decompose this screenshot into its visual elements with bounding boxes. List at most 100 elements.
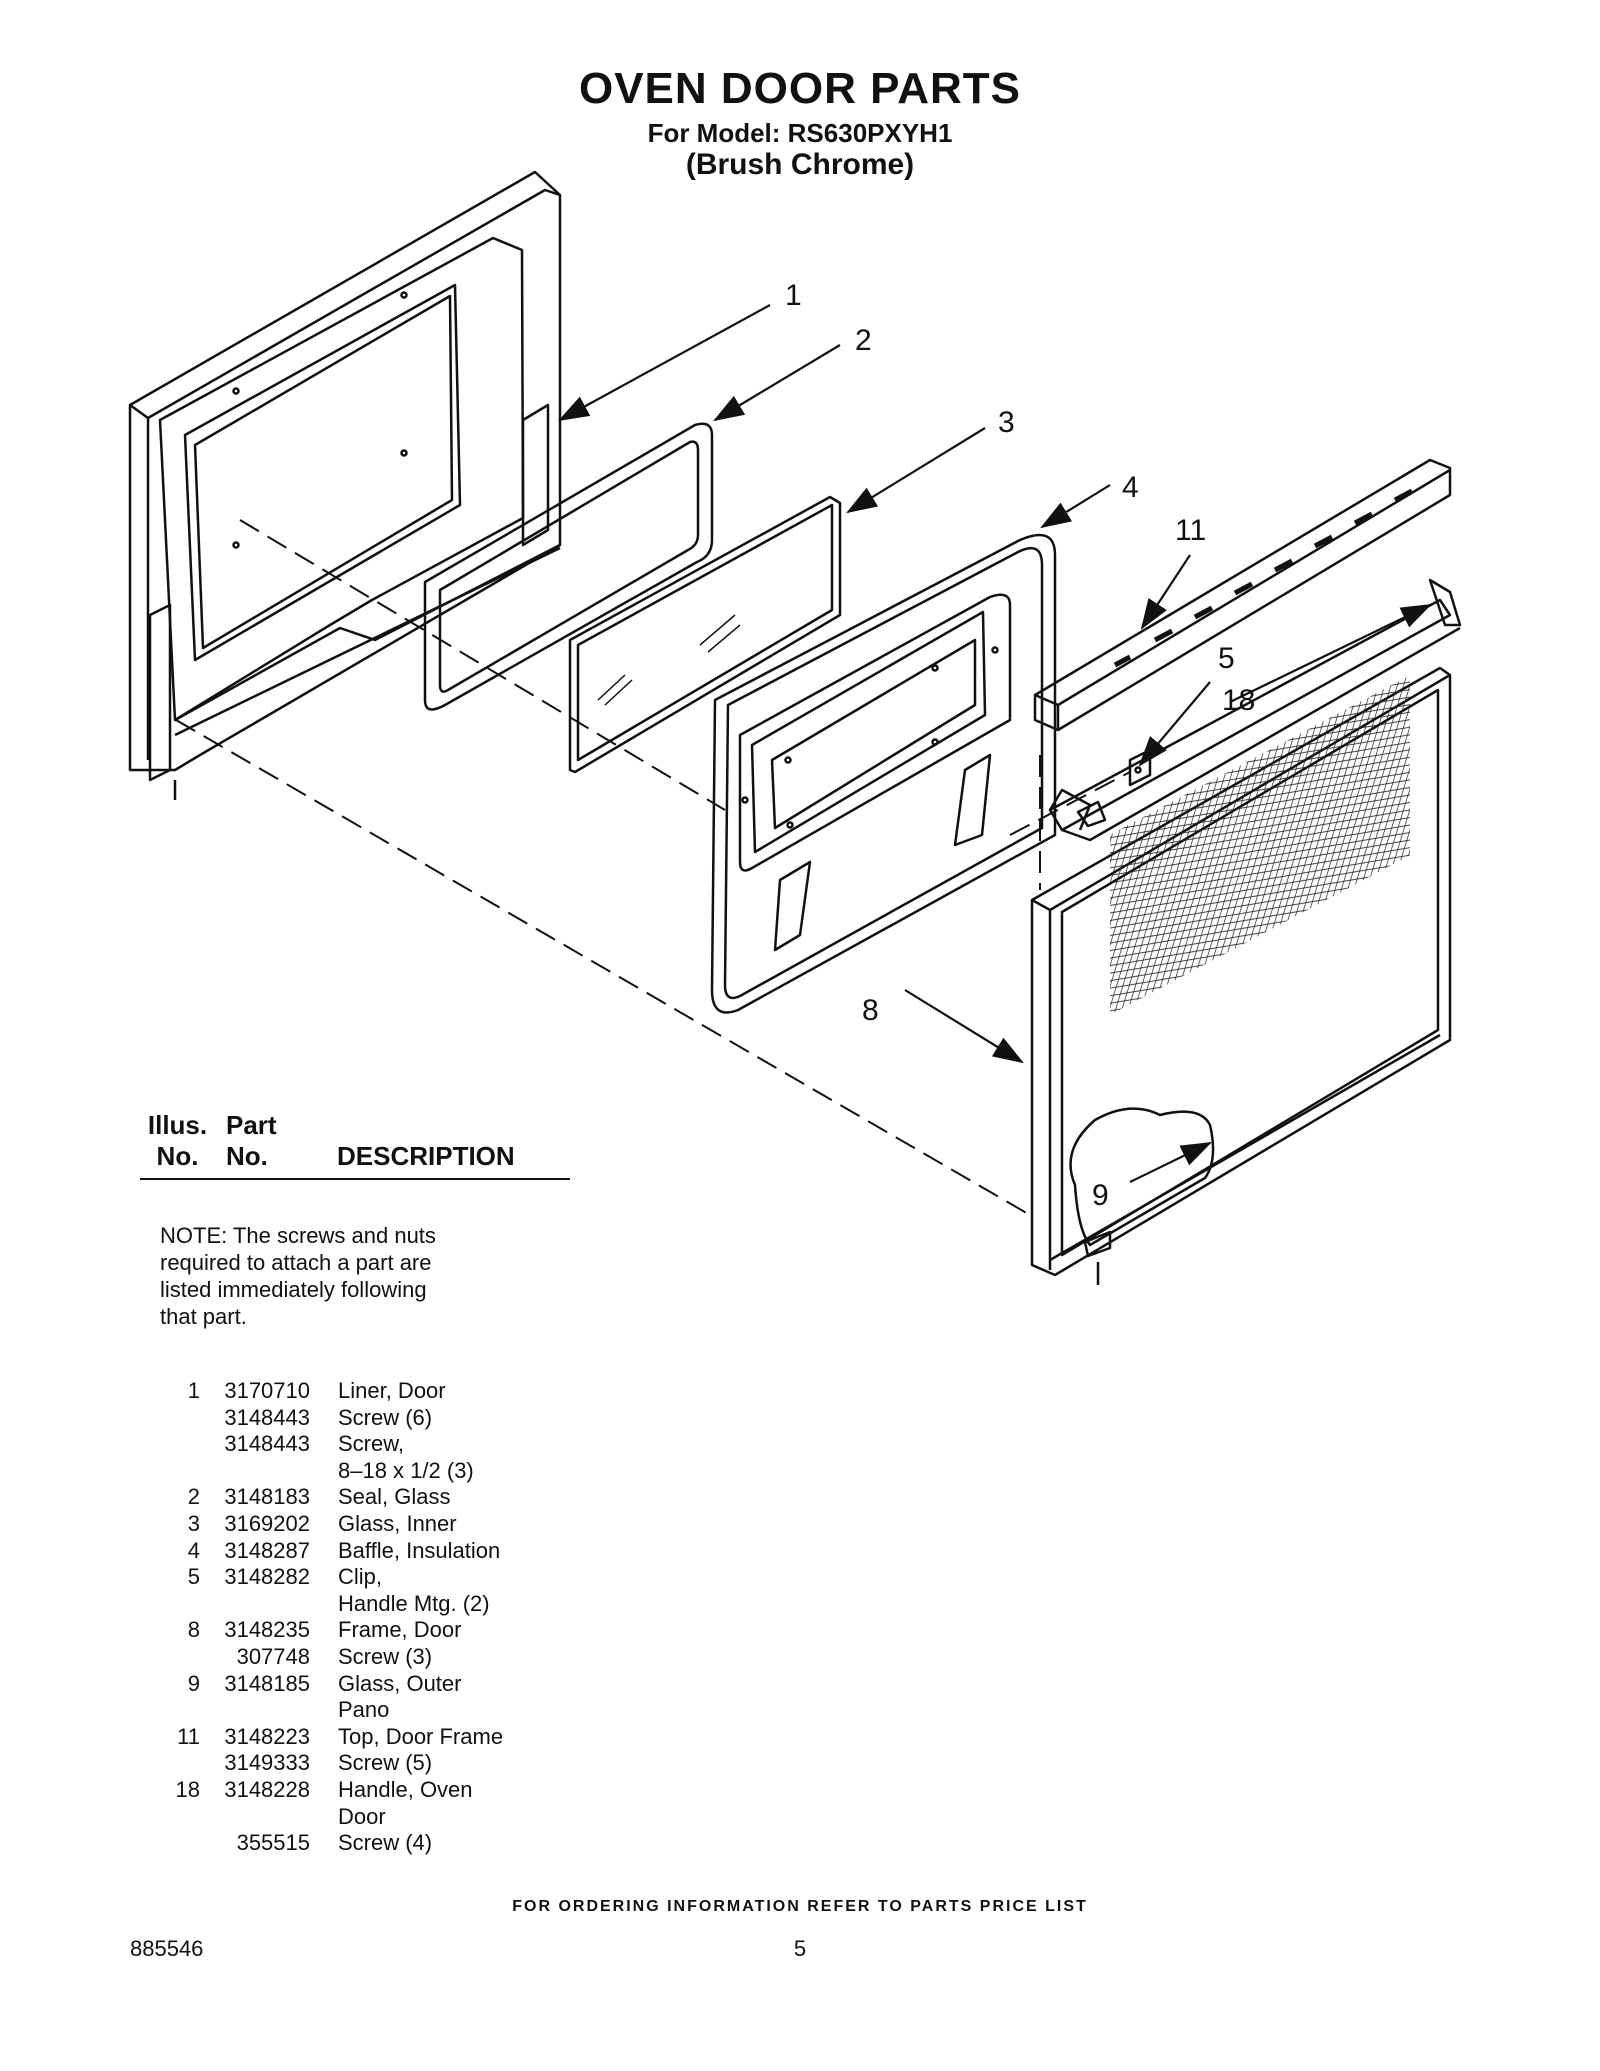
insulation-baffle-part-4 [710,533,1057,1014]
parts-row: 2 3148183 Seal, Glass [140,1484,560,1511]
illus-number [140,1458,200,1485]
part-number: 3170710 [224,1378,310,1403]
parts-row: Door [140,1804,560,1831]
part-description: Screw (6) [338,1404,433,1430]
illus-number: 1 [187,1378,200,1403]
door-liner-part-1 [128,170,562,800]
part-description: Top, Door Frame [338,1723,504,1749]
part-description: Glass, Outer [338,1670,462,1696]
part-description: Seal, Glass [338,1484,451,1510]
part-description: Screw, [338,1431,405,1457]
part-number: 3148183 [224,1484,310,1510]
callout-5: 5 [1218,642,1235,675]
part-number [200,1458,310,1485]
illus-number [140,1830,200,1857]
callout-3: 3 [998,406,1015,439]
part-number: 3148282 [224,1564,310,1590]
ordering-info: FOR ORDERING INFORMATION REFER TO PARTS … [512,1898,1088,1915]
door-frame-top-part-11 [1033,458,1452,732]
glass-seal-part-2 [423,422,714,711]
part-description: Handle, Oven [338,1776,473,1802]
callout-9: 9 [1092,1179,1109,1212]
page-title: OVEN DOOR PARTS [578,64,1021,113]
parts-row: 355515 Screw (4) [140,1830,560,1857]
part-number: 307748 [236,1643,310,1669]
illus-number: 9 [187,1670,200,1696]
illus-number [140,1804,200,1831]
callout-2: 2 [855,324,872,357]
illus-number: 4 [187,1537,200,1563]
illus-number [140,1405,200,1432]
illus-number [140,1750,200,1777]
page-number: 5 [793,1936,807,1961]
callout-labels: 1 2 3 4 11 5 18 8 9 [785,279,1255,1212]
part-description: Baffle, Insulation [338,1537,501,1563]
finish-subtitle: (Brush Chrome) [685,148,915,181]
part-number: 3148228 [224,1776,310,1802]
illus-number: 18 [175,1776,200,1802]
parts-row: 11 3148223 Top, Door Frame [140,1724,560,1751]
parts-row: Handle Mtg. (2) [140,1591,560,1618]
part-description: Frame, Door [338,1617,462,1643]
parts-row: 307748 Screw (3) [140,1644,560,1671]
exploded-door-diagram: 1 2 3 4 11 5 18 8 9 [128,170,1462,1285]
part-number [200,1591,310,1618]
parts-row: 3148443 Screw (6) [140,1405,560,1432]
inner-glass-part-3 [568,495,842,774]
part-number [200,1804,310,1831]
parts-row: 3148443 Screw, [140,1431,560,1458]
illus-number [140,1431,200,1458]
part-description: Handle Mtg. (2) [338,1590,490,1616]
part-number: 3148235 [224,1617,310,1643]
header-rule [140,1178,570,1180]
part-description: Screw (4) [338,1830,433,1856]
parts-row: 8–18 x 1/2 (3) [140,1458,560,1485]
part-description: Glass, Inner [338,1510,457,1536]
part-number: 3169202 [224,1510,310,1536]
callout-1: 1 [785,279,802,312]
parts-row: 1 3170710 Liner, Door [140,1378,560,1405]
parts-row: 3 3169202 Glass, Inner [140,1511,560,1538]
part-number: 3148223 [224,1723,310,1749]
illus-number [140,1591,200,1618]
part-number: 3148185 [224,1670,310,1696]
part-number: 3148443 [224,1404,310,1430]
part-number [200,1697,310,1724]
parts-row: 5 3148282 Clip, [140,1564,560,1591]
illus-no-header: Illus. No. [147,1110,208,1171]
callout-18: 18 [1222,684,1255,717]
illus-number: 5 [187,1564,200,1590]
part-number: 3148443 [224,1431,310,1457]
part-description: Screw (3) [338,1643,433,1669]
illus-number [140,1697,200,1724]
illus-number: 11 [177,1723,200,1749]
callout-11: 11 [1175,514,1206,547]
illus-number: 8 [187,1617,200,1643]
part-number: 355515 [236,1830,310,1856]
part-description: Clip, [338,1564,383,1590]
illus-number [140,1644,200,1671]
part-description: Liner, Door [338,1378,446,1403]
part-number: 3149333 [224,1750,310,1776]
parts-row: 9 3148185 Glass, Outer [140,1671,560,1698]
part-description: 8–18 x 1/2 (3) [338,1457,474,1483]
outer-glass-part-9 [1069,1107,1215,1258]
document-number: 885546 [130,1936,204,1961]
parts-row: Pano [140,1697,560,1724]
parts-row: 18 3148228 Handle, Oven [140,1777,560,1804]
model-subtitle: For Model: RS630PXYH1 [647,118,953,148]
parts-row: 8 3148235 Frame, Door [140,1617,560,1644]
callout-4: 4 [1122,471,1139,504]
illus-number: 3 [187,1510,200,1536]
callout-8: 8 [862,994,879,1027]
part-description: Pano [338,1697,390,1723]
part-description: Door [338,1803,386,1829]
description-header: DESCRIPTION [337,1141,515,1171]
mesh-screen [1110,675,1410,1015]
oven-door-handle-part-18 [1048,578,1462,842]
screws-note: NOTE: The screws and nuts required to at… [160,1223,436,1329]
illus-number: 2 [187,1484,200,1510]
